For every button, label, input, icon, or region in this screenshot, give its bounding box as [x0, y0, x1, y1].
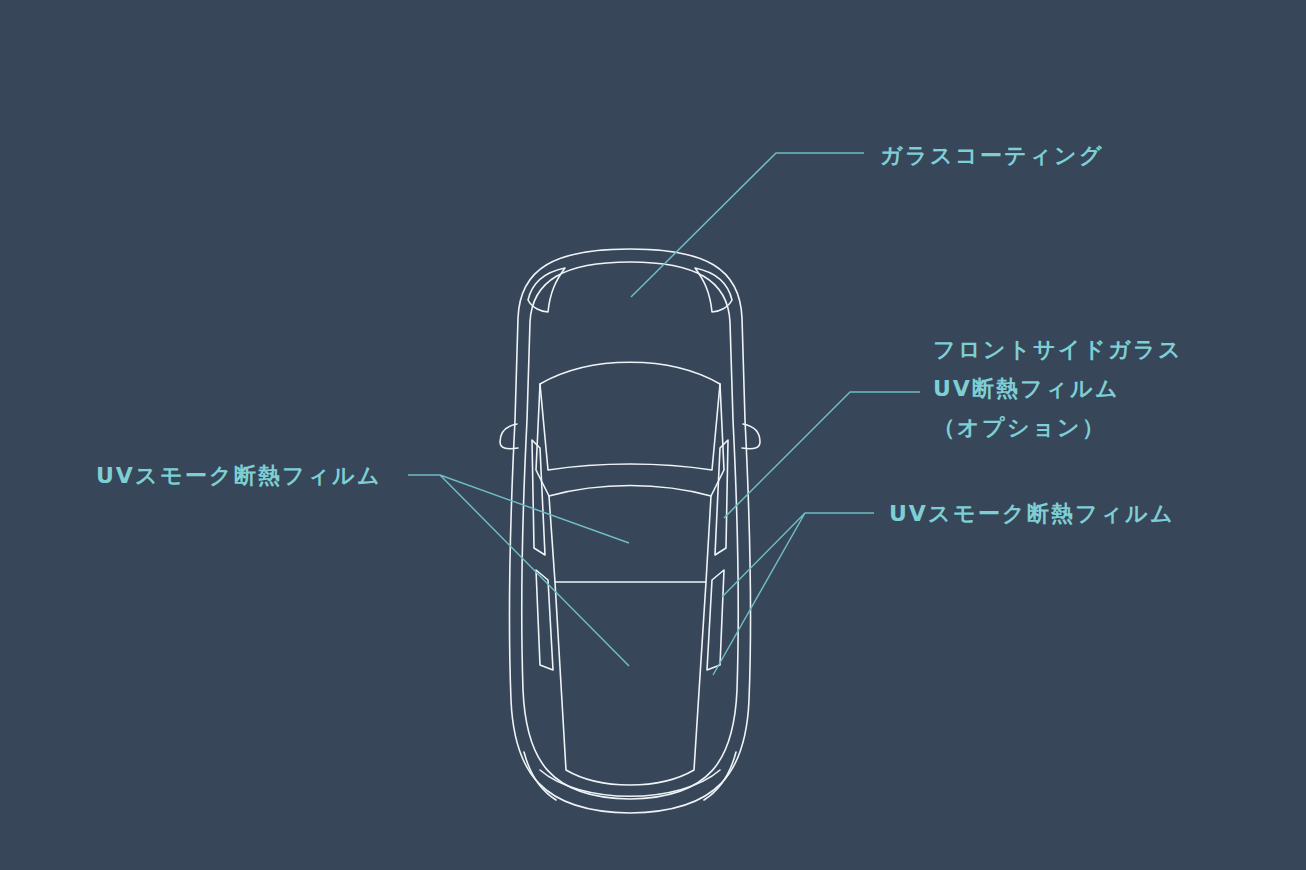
callout-label: UVスモーク断熱フィルム	[96, 456, 382, 495]
leader-line	[631, 153, 864, 297]
mirror-left	[500, 424, 518, 449]
side-window-front-right	[715, 440, 728, 555]
leader-line	[724, 392, 920, 518]
headlight-right	[695, 268, 732, 312]
roof-glass	[549, 486, 711, 583]
pillar-left	[536, 384, 549, 496]
callout-label: ガラスコーティング	[880, 136, 1104, 175]
pillar-right	[711, 384, 724, 496]
side-window-front-left	[532, 440, 545, 555]
side-window-rear-left	[536, 570, 553, 670]
tail-light-right	[704, 752, 736, 800]
body-inner-line	[522, 262, 738, 799]
callout-label: フロントサイドガラス UV断熱フィルム （オプション）	[933, 330, 1208, 447]
callout-label: UVスモーク断熱フィルム	[889, 494, 1175, 533]
side-window-rear-right	[707, 570, 724, 670]
leader-line	[408, 475, 629, 666]
headlight-left	[528, 268, 565, 312]
rear-glass	[555, 582, 706, 785]
tail-line	[540, 770, 720, 796]
car-body	[509, 249, 750, 813]
windshield	[540, 362, 720, 470]
tail-light-left	[524, 752, 556, 800]
leader-line	[713, 513, 874, 675]
mirror-right	[742, 424, 760, 449]
